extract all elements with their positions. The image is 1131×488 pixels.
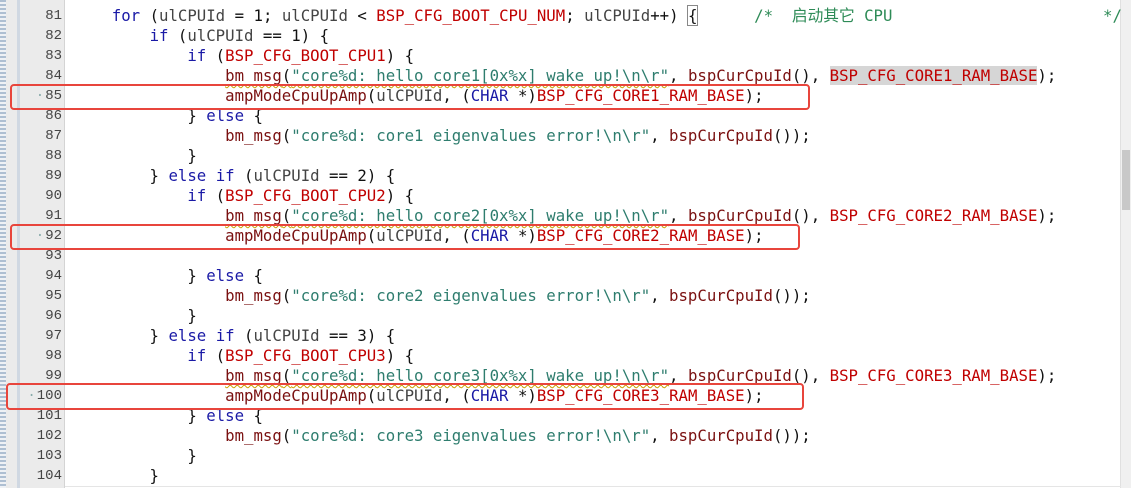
line-code[interactable]: ampModeCpuUpAmp(ulCPUId, (CHAR *)BSP_CFG… (225, 86, 764, 105)
line-number: 102 (36, 428, 62, 444)
line-number: 101 (36, 408, 62, 424)
line-number: ·100 (27, 388, 62, 404)
code-line-96[interactable]: 96 } (0, 306, 1131, 326)
line-number: 88 (45, 148, 62, 164)
code-line-104[interactable]: 104 } (0, 466, 1131, 486)
code-line-101[interactable]: 101 } else { (0, 406, 1131, 426)
highlight-box-line-100 (6, 383, 804, 410)
code-line-91[interactable]: 91 bm_msg("core%d: hello core2[0x%x] wak… (0, 206, 1131, 226)
line-code[interactable]: } (74, 466, 160, 485)
line-number: 103 (36, 448, 62, 464)
line-number: 83 (45, 48, 62, 64)
comment-end: */ (1103, 6, 1122, 25)
code-line-103[interactable]: 103 } (0, 446, 1131, 466)
code-line-92[interactable]: ·92 ampModeCpuUpAmp(ulCPUId, (CHAR *)BSP… (0, 226, 1131, 246)
line-code[interactable]: bm_msg("core%d: core3 eigenvalues error!… (225, 426, 811, 445)
line-number: 94 (45, 268, 62, 284)
line-number: 86 (45, 108, 62, 124)
line-number: 97 (45, 328, 62, 344)
code-line-100[interactable]: ·100 ampModeCpuUpAmp(ulCPUId, (CHAR *)BS… (0, 386, 1131, 406)
scrollbar-thumb[interactable] (1122, 150, 1130, 210)
line-code[interactable]: } (74, 446, 197, 465)
line-code[interactable]: for (ulCPUId = 1; ulCPUId < BSP_CFG_BOOT… (111, 5, 893, 26)
line-number: 90 (45, 188, 62, 204)
line-code[interactable]: } else if (ulCPUId == 2) { (74, 166, 396, 185)
line-number: 96 (45, 308, 62, 324)
code-line-86[interactable]: 86 } else { (0, 106, 1131, 126)
line-code[interactable]: } else { (74, 266, 263, 285)
line-number: 87 (45, 128, 62, 144)
fold-margin[interactable] (0, 0, 6, 488)
line-number: 81 (45, 8, 62, 24)
line-number: 104 (36, 468, 62, 484)
line-code[interactable]: bm_msg("core%d: hello core1[0x%x] wake u… (225, 66, 1057, 85)
highlight-box-line-92 (10, 224, 800, 250)
line-number: 98 (45, 348, 62, 364)
line-code[interactable]: } else if (ulCPUId == 3) { (74, 326, 396, 345)
code-line-98[interactable]: 98 if (BSP_CFG_BOOT_CPU3) { (0, 346, 1131, 366)
line-code[interactable]: } (74, 306, 197, 325)
line-number: ·92 (35, 228, 62, 244)
line-code[interactable]: if (ulCPUId == 1) { (149, 26, 330, 45)
line-code[interactable]: if (BSP_CFG_BOOT_CPU3) { (187, 346, 415, 365)
code-line-90[interactable]: 90 if (BSP_CFG_BOOT_CPU2) { (0, 186, 1131, 206)
line-code[interactable]: bm_msg("core%d: core1 eigenvalues error!… (225, 126, 811, 145)
code-line-81[interactable]: 81 for (ulCPUId = 1; ulCPUId < BSP_CFG_B… (0, 5, 1131, 26)
code-line-85[interactable]: ·85 ampModeCpuUpAmp(ulCPUId, (CHAR *)BSP… (0, 86, 1131, 106)
line-code[interactable]: } (74, 146, 197, 165)
code-line-89[interactable]: 89 } else if (ulCPUId == 2) { (0, 166, 1131, 186)
line-number: 91 (45, 208, 62, 224)
code-line-95[interactable]: 95 bm_msg("core%d: core2 eigenvalues err… (0, 286, 1131, 306)
code-line-88[interactable]: 88 } (0, 146, 1131, 166)
line-number: 84 (45, 68, 62, 84)
line-number: 99 (45, 368, 62, 384)
code-line-97[interactable]: 97 } else if (ulCPUId == 3) { (0, 326, 1131, 346)
code-line-82[interactable]: 82 if (ulCPUId == 1) { (0, 26, 1131, 46)
vertical-scrollbar[interactable] (1120, 0, 1131, 488)
code-line-84[interactable]: 84 bm_msg("core%d: hello core1[0x%x] wak… (0, 66, 1131, 86)
change-bar (17, 0, 20, 488)
line-number: 82 (45, 28, 62, 44)
line-code[interactable]: if (BSP_CFG_BOOT_CPU2) { (187, 186, 415, 205)
line-code[interactable]: ampModeCpuUpAmp(ulCPUId, (CHAR *)BSP_CFG… (225, 226, 764, 245)
code-line-87[interactable]: 87 bm_msg("core%d: core1 eigenvalues err… (0, 126, 1131, 146)
code-line-83[interactable]: 83 if (BSP_CFG_BOOT_CPU1) { (0, 46, 1131, 66)
line-code[interactable]: if (BSP_CFG_BOOT_CPU1) { (187, 46, 415, 65)
line-number: 95 (45, 288, 62, 304)
line-number: 89 (45, 168, 62, 184)
code-line-94[interactable]: 94 } else { (0, 266, 1131, 286)
line-code[interactable]: ampModeCpuUpAmp(ulCPUId, (CHAR *)BSP_CFG… (225, 386, 764, 405)
line-code[interactable]: bm_msg("core%d: hello core2[0x%x] wake u… (225, 206, 1057, 225)
line-separator (65, 486, 1121, 487)
line-number: 93 (45, 248, 62, 264)
line-code[interactable]: bm_msg("core%d: hello core3[0x%x] wake u… (225, 366, 1057, 385)
line-code[interactable]: } else { (74, 406, 263, 425)
line-number: ·85 (35, 88, 62, 104)
code-line-99[interactable]: 99 bm_msg("core%d: hello core3[0x%x] wak… (0, 366, 1131, 386)
line-code[interactable]: bm_msg("core%d: core2 eigenvalues error!… (225, 286, 811, 305)
code-line-93[interactable]: 93 (0, 246, 1131, 266)
line-code[interactable]: } else { (74, 106, 263, 125)
code-line-102[interactable]: 102 bm_msg("core%d: core3 eigenvalues er… (0, 426, 1131, 446)
highlight-box-line-85 (10, 84, 810, 110)
